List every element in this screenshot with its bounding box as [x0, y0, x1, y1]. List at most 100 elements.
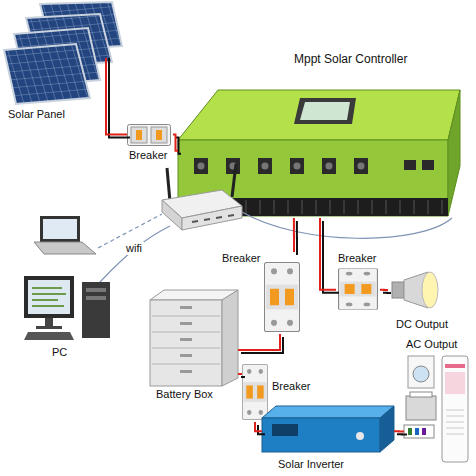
positive-wire — [238, 373, 242, 375]
battery-cabinet-part — [180, 370, 192, 373]
ac-appliances-part — [408, 428, 412, 435]
ac-appliances-part — [404, 425, 434, 438]
controller-housing-part — [226, 158, 240, 174]
power-cable — [255, 422, 265, 434]
positive-wire — [293, 218, 295, 252]
router-and-computers-part — [182, 206, 242, 230]
positive-wire — [106, 122, 127, 135]
battery-cabinet-part — [222, 290, 238, 386]
inverter-body-part — [262, 418, 380, 452]
device-node: DC Output — [388, 256, 470, 332]
router-and-computers-part — [242, 212, 452, 238]
power-cable — [380, 290, 391, 293]
ac-appliances-part — [442, 356, 468, 462]
dc-lamp — [392, 272, 438, 308]
controller-housing-part — [290, 158, 304, 174]
device-label: Solar Panel — [8, 108, 65, 121]
negative-wire — [258, 425, 265, 434]
device-label: Battery Box — [156, 388, 213, 401]
device-label: PC — [52, 346, 67, 359]
solar-panels-part — [105, 58, 107, 122]
positive-wire — [380, 289, 388, 291]
controller-housing-part — [422, 160, 434, 170]
router-and-computers-part — [86, 296, 106, 300]
controller-housing-part — [300, 102, 350, 120]
device-label: AC Output — [406, 338, 457, 351]
negative-wire — [383, 292, 391, 294]
device-node: Battery Box — [150, 290, 238, 402]
positive-wire — [238, 334, 280, 350]
controller-housing-part — [326, 163, 333, 170]
controller-housing-part — [262, 163, 269, 170]
inverter-body — [262, 406, 394, 452]
power-cable — [173, 135, 181, 154]
router-and-computers-part — [82, 282, 110, 338]
router-and-computers-part — [32, 288, 66, 306]
solar-panels-part — [108, 58, 110, 125]
battery-cabinet-part — [152, 316, 220, 364]
ac-appliances-part — [446, 410, 464, 434]
negative-wire — [323, 221, 339, 293]
router-and-computers-part — [86, 288, 106, 292]
power-cable — [394, 431, 407, 434]
device-node: Solar Panel — [4, 2, 124, 122]
wifi-label: wifi — [124, 242, 144, 255]
ac-appliances — [404, 356, 468, 462]
inverter-body-part — [380, 406, 394, 452]
battery-cabinet — [150, 290, 238, 386]
router-and-computers-part — [45, 318, 53, 326]
positive-wire — [173, 135, 178, 151]
power-cable — [294, 218, 297, 255]
router-and-computers-part — [43, 219, 77, 239]
device-node: AC Output — [404, 338, 472, 466]
controller-housing-part — [294, 163, 301, 170]
controller-housing-part — [198, 163, 205, 170]
breaker-symbols-part — [128, 125, 171, 146]
dc-lamp-part — [422, 272, 438, 308]
battery-cabinet-part — [150, 300, 222, 386]
router-and-computers-part — [232, 164, 236, 197]
device-label: Mppt Solar Controller — [294, 52, 407, 66]
positive-wire — [255, 422, 262, 431]
battery-cabinet-part — [180, 354, 192, 357]
ac-appliances-part — [422, 428, 426, 435]
ac-appliances-part — [415, 428, 419, 435]
device-node: Solar Inverter — [262, 404, 394, 472]
inverter-body-part — [262, 406, 394, 418]
controller-housing-part — [194, 158, 208, 174]
negative-wire — [397, 433, 407, 435]
controller-housing-part — [358, 163, 365, 170]
positive-wire — [394, 430, 404, 432]
ac-appliances-part — [410, 392, 432, 397]
router-and-computers-part — [36, 326, 62, 329]
router-and-computers-part — [192, 215, 234, 222]
negative-wire — [241, 376, 245, 378]
power-cable — [106, 122, 130, 138]
controller-housing-part — [322, 158, 336, 174]
router-and-computers-part — [40, 216, 80, 242]
battery-cabinet-part — [180, 306, 192, 309]
router-and-computers-part — [24, 332, 74, 340]
power-cable — [238, 334, 283, 353]
negative-wire — [109, 125, 130, 138]
breaker-symbols-part — [242, 364, 267, 419]
positive-wire — [320, 218, 336, 290]
router-and-computers-part — [28, 280, 70, 314]
ac-appliances-part — [445, 372, 465, 394]
battery-cabinet-part — [180, 322, 192, 325]
power-cable — [320, 218, 339, 293]
device-label: Breaker — [129, 149, 168, 162]
dc-lamp-part — [392, 282, 404, 298]
device-node: Breaker — [242, 362, 320, 422]
controller-housing-part — [354, 158, 368, 174]
device-label: Solar Inverter — [278, 458, 344, 471]
breaker-symbols-part — [265, 263, 300, 332]
controller-housing-part — [258, 158, 272, 174]
device-node: Mppt Solar Controller — [178, 50, 462, 218]
router-and-computers-part — [34, 242, 96, 254]
inverter-body-part — [272, 424, 298, 436]
ac-appliances-part — [406, 396, 436, 420]
